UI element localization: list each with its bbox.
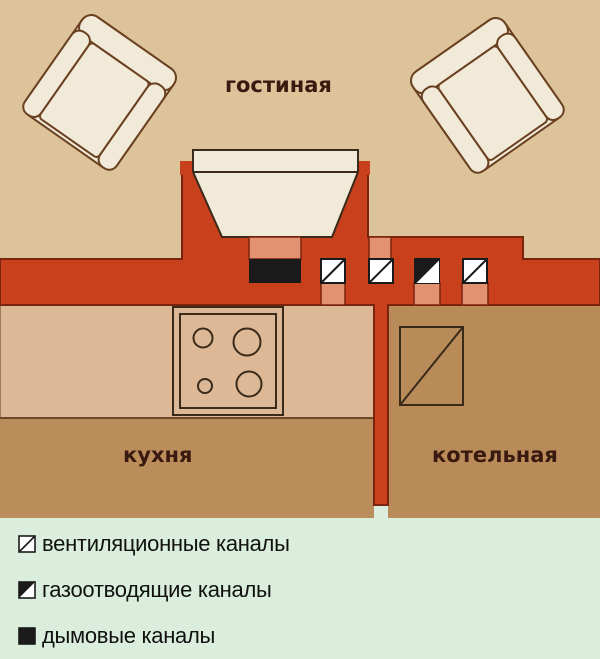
gas-flue-channel-icon <box>18 581 36 599</box>
ventilation-channel-icon <box>18 535 36 553</box>
legend-label: вентиляционные каналы <box>42 531 290 556</box>
legend-label: дымовые каналы <box>42 623 216 648</box>
stove <box>172 306 284 416</box>
ventilation-channel <box>320 258 346 284</box>
legend-label: газоотводящие каналы <box>42 577 272 602</box>
floor-plan: гостиная кухня котельная <box>0 0 600 518</box>
legend: вентиляционные каналы газоотводящие кана… <box>18 521 588 659</box>
kitchen-label: кухня <box>123 443 192 467</box>
burner <box>232 327 262 357</box>
burner <box>197 378 213 394</box>
boiler-room-label: котельная <box>432 443 558 467</box>
legend-item-smoke: дымовые каналы <box>18 613 588 659</box>
living-room-label: гостиная <box>225 73 332 97</box>
armchair-left <box>22 14 177 171</box>
smoke-channel <box>249 259 301 283</box>
legend-item-gas-flue: газоотводящие каналы <box>18 567 588 613</box>
armchair-right <box>410 17 565 174</box>
ventilation-channel <box>462 258 488 284</box>
gas-flue-channel <box>414 258 440 284</box>
channel-cells <box>248 236 489 306</box>
smoke-channel-icon <box>18 627 36 645</box>
burner <box>192 327 214 349</box>
legend-item-ventilation: вентиляционные каналы <box>18 521 588 567</box>
boiler <box>399 326 464 406</box>
kitchen-floor <box>0 418 374 518</box>
fireplace <box>192 149 359 238</box>
burner <box>235 370 263 398</box>
ventilation-channel <box>368 258 394 284</box>
